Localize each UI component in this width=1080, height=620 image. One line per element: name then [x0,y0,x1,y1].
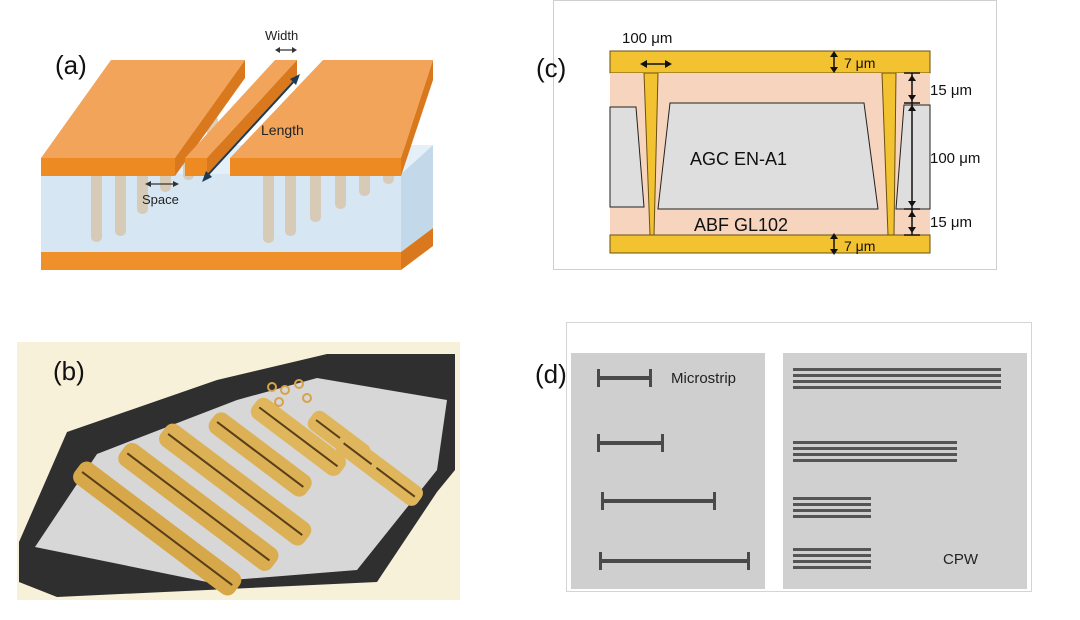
dielectric-right-face [401,145,433,252]
width-arrow [275,47,297,53]
dim-top-width-label: 100 μm [622,30,672,47]
microstrip-die [571,353,765,589]
via-right [881,72,897,236]
length-label: Length [261,122,304,138]
test-structures-photo: Microstrip CPW [567,323,1031,591]
cpw-lines [793,368,1001,569]
interconnect-3d-diagram: Width Length Space [41,28,433,270]
dim-top-metal-label: 7 μm [844,55,875,71]
signal-trace-front [185,158,207,176]
panel-a-label: (a) [55,50,87,80]
lower-buildup-layer [610,209,930,235]
panel-d-label: (d) [535,359,567,389]
core-block-center [657,102,879,210]
microstrip-lines [597,369,750,570]
dim-right-lower-label: 15 μm [930,214,972,231]
substrate-cross-section: 100 μm 7 μm 15 μm 100 μm 15 μm [609,30,980,255]
dim-right-ladder [904,72,920,236]
core-block-right [895,104,931,210]
fabricated-lines-3d-image [17,342,460,600]
dim-top-metal-arrow [830,51,838,73]
panel-c: 100 μm 7 μm 15 μm 100 μm 15 μm [536,0,997,270]
signal-trace-top [185,60,297,158]
dim-right-core-label: 100 μm [930,150,980,167]
buildup-material-label: ABF GL102 [694,215,788,235]
core-block-left [609,106,645,208]
length-arrow [202,74,300,182]
microstrip-label: Microstrip [671,370,736,387]
bottom-metal-layer [609,234,931,254]
panel-c-label: (c) [536,53,567,83]
dim-bottom-metal-label: 7 μm [844,238,875,254]
panel-b: (b) [17,342,460,600]
space-arrow [145,181,179,187]
width-label: Width [265,28,298,43]
left-trace-top [41,60,245,158]
left-trace-side [175,60,245,176]
gold-strips [73,397,423,596]
right-trace-front [230,158,401,176]
right-trace-side [401,60,433,176]
signal-trace-side [207,60,297,176]
top-metal-layer [609,50,931,74]
panel-a: Width Length Space (a) [25,0,440,278]
ground-plane-front [41,252,401,270]
left-trace-front [41,158,175,176]
via-left [643,72,659,236]
probe-pads [267,379,312,407]
panel-b-label: (b) [53,356,85,386]
ground-plane-side [401,228,433,270]
dim-right-upper-label: 15 μm [930,82,972,99]
cpw-label: CPW [943,551,979,568]
space-label: Space [142,192,179,207]
panel-d: Microstrip CPW (d) [535,322,1032,592]
dim-bottom-metal-arrow [830,233,838,255]
right-trace-top [230,60,433,158]
dim-top-width-arrow [640,60,672,68]
core-material-label: AGC EN-A1 [690,149,787,169]
upper-buildup-layer [610,73,930,103]
